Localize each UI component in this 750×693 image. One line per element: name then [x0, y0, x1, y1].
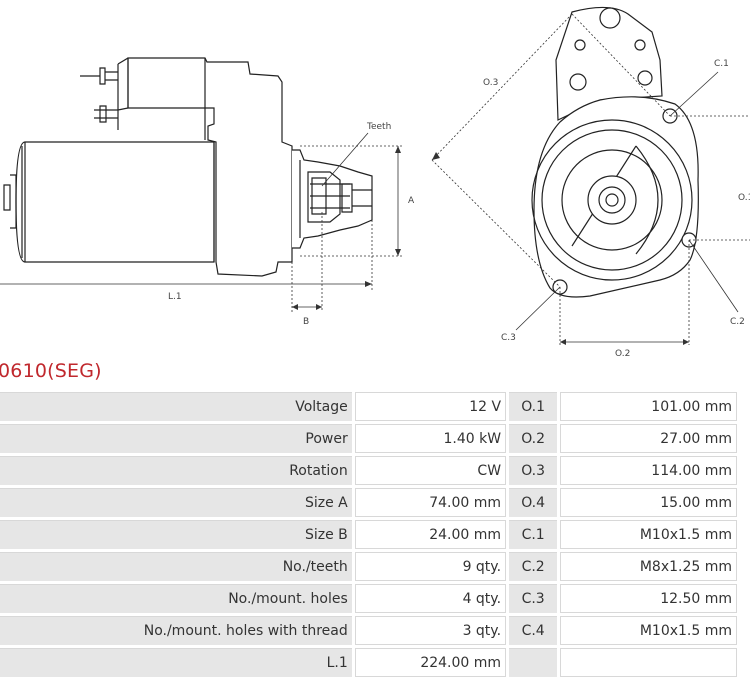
label-a: A	[408, 196, 415, 206]
spec-value: 1.40 kW	[354, 424, 507, 453]
spec-value: 4 qty.	[354, 584, 507, 613]
spec-table: Voltage 12 V O.1 101.00 mm Power 1.40 kW…	[0, 389, 740, 680]
front-view-dimensions	[431, 13, 750, 345]
table-row: Power 1.40 kW O.2 27.00 mm	[0, 424, 737, 453]
dimension-value: M10x1.5 mm	[560, 616, 737, 645]
spec-label: Voltage	[0, 392, 352, 421]
spec-label: Power	[0, 424, 352, 453]
dimension-value: 12.50 mm	[560, 584, 737, 613]
spec-value: 9 qty.	[354, 552, 507, 581]
product-title: 0610(SEG)	[0, 360, 102, 382]
spec-label: L.1	[0, 648, 352, 677]
spec-value: 74.00 mm	[354, 488, 507, 517]
spec-label: Rotation	[0, 456, 352, 485]
spec-label: No./mount. holes	[0, 584, 352, 613]
label-l1: L.1	[168, 292, 182, 302]
label-o2: O.2	[615, 349, 630, 359]
dimension-value: M8x1.25 mm	[560, 552, 737, 581]
table-row: L.1 224.00 mm	[0, 648, 737, 677]
starter-technical-drawing: Teeth A B L.1	[0, 6, 750, 359]
dimension-code: O.3	[509, 456, 558, 485]
dimension-value: 114.00 mm	[560, 456, 737, 485]
dimension-code: C.1	[509, 520, 558, 549]
table-row: Rotation CW O.3 114.00 mm	[0, 456, 737, 485]
label-o3: O.3	[483, 78, 498, 88]
dimension-code	[509, 648, 558, 677]
table-row: Size B 24.00 mm C.1 M10x1.5 mm	[0, 520, 737, 549]
label-b: B	[303, 317, 309, 327]
spec-label: Size B	[0, 520, 352, 549]
label-o1: O.1	[738, 193, 750, 203]
spec-value: CW	[354, 456, 507, 485]
spec-label: No./mount. holes with thread	[0, 616, 352, 645]
label-teeth: Teeth	[366, 122, 391, 132]
spec-value: 24.00 mm	[354, 520, 507, 549]
table-row: Voltage 12 V O.1 101.00 mm	[0, 392, 737, 421]
dimension-code: O.4	[509, 488, 558, 517]
dimension-value: M10x1.5 mm	[560, 520, 737, 549]
table-row: No./mount. holes with thread 3 qty. C.4 …	[0, 616, 737, 645]
label-c2: C.2	[730, 317, 745, 327]
spec-label: Size A	[0, 488, 352, 517]
dimension-code: C.3	[509, 584, 558, 613]
dimension-code: C.2	[509, 552, 558, 581]
spec-value: 3 qty.	[354, 616, 507, 645]
label-c1: C.1	[714, 59, 729, 69]
spec-label: No./teeth	[0, 552, 352, 581]
table-row: No./teeth 9 qty. C.2 M8x1.25 mm	[0, 552, 737, 581]
table-row: Size A 74.00 mm O.4 15.00 mm	[0, 488, 737, 517]
spec-value: 224.00 mm	[354, 648, 507, 677]
dimension-value	[560, 648, 737, 677]
starter-side-view	[3, 57, 373, 277]
table-row: No./mount. holes 4 qty. C.3 12.50 mm	[0, 584, 737, 613]
dimension-value: 15.00 mm	[560, 488, 737, 517]
dimension-code: O.2	[509, 424, 558, 453]
label-c3: C.3	[501, 333, 516, 343]
dimension-value: 101.00 mm	[560, 392, 737, 421]
dimension-value: 27.00 mm	[560, 424, 737, 453]
dimension-code: O.1	[509, 392, 558, 421]
dimension-code: C.4	[509, 616, 558, 645]
spec-value: 12 V	[354, 392, 507, 421]
starter-front-view	[531, 6, 699, 298]
